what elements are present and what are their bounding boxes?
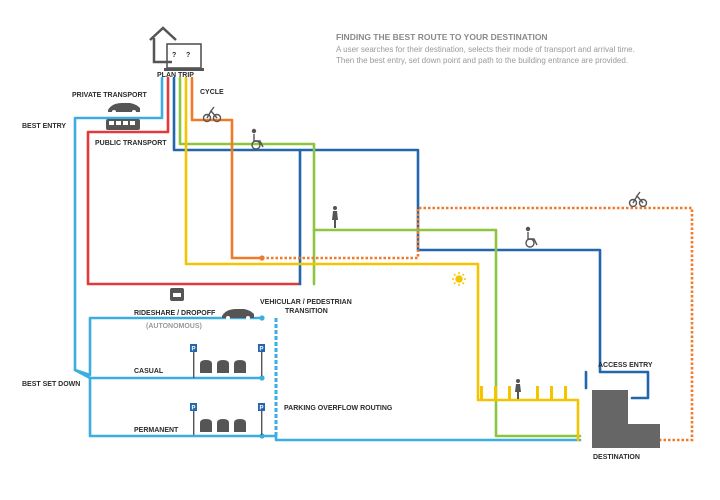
diagram-subtitle-line-2: Then the best entry, set down point and …: [336, 56, 628, 65]
casual-label: CASUAL: [134, 368, 164, 375]
building-icon: [592, 390, 660, 448]
screen-glyph-left: ?: [172, 52, 176, 59]
public-transport-label: PUBLIC TRANSPORT: [95, 140, 167, 147]
node-permanent: [259, 433, 265, 439]
parking-sign-icon: P: [258, 344, 265, 376]
route-casual: [73, 368, 264, 380]
route-permanent: [88, 376, 264, 438]
route-set-down-to-destination: [260, 434, 582, 442]
plan-trip-label: PLAN TRIP: [157, 72, 194, 79]
parking-overflow-label: PARKING OVERFLOW ROUTING: [284, 405, 393, 412]
cycle-label: CYCLE: [200, 89, 224, 96]
car-icon: [108, 103, 140, 114]
route-red: [86, 76, 302, 286]
access-entry-label: ACCESS ENTRY: [598, 362, 653, 369]
route-green-right: [312, 228, 582, 438]
svg-text:P: P: [260, 406, 264, 412]
destination-label: DESTINATION: [593, 454, 640, 461]
vehicular-transition-label-line-2: TRANSITION: [285, 308, 328, 315]
route-green: [178, 76, 316, 286]
sun-icon: [452, 272, 466, 286]
permanent-label: PERMANENT: [134, 427, 179, 434]
bus-icon: [106, 119, 140, 130]
car-icon: [200, 360, 246, 373]
route-yellow: [184, 76, 580, 442]
parking-sign-icon: P: [190, 403, 197, 435]
pedestrian-icon: [332, 206, 338, 228]
rideshare-icon: [170, 288, 184, 301]
parking-sign-icon: P: [258, 403, 265, 435]
route-cycle: [190, 76, 264, 260]
laptop-icon: ? ?: [164, 43, 204, 71]
best-entry-label: BEST ENTRY: [22, 123, 66, 130]
svg-text:P: P: [192, 406, 196, 412]
diagram-title: FINDING THE BEST ROUTE TO YOUR DESTINATI…: [336, 32, 548, 42]
screen-glyph-right: ?: [186, 52, 190, 59]
bicycle-icon: [628, 191, 648, 208]
best-set-down-label: BEST SET DOWN: [22, 381, 80, 388]
yellow-bollards: [480, 386, 567, 400]
svg-text:P: P: [192, 347, 196, 353]
house-icon: [149, 26, 177, 64]
node-casual: [259, 375, 265, 381]
autonomous-label: (AUTONOMOUS): [146, 323, 202, 330]
rideshare-label: RIDESHARE / DROPOFF: [134, 310, 216, 317]
wheelchair-icon: [525, 226, 538, 248]
node-cycle: [259, 255, 265, 261]
diagram-subtitle-line-1: A user searches for their destination, s…: [336, 45, 635, 54]
car-icon: [222, 309, 254, 320]
car-icon: [200, 419, 246, 432]
route-cycle-dotted: [262, 206, 694, 442]
wheelchair-icon: [251, 128, 264, 150]
route-public-transport-right: [298, 148, 650, 400]
route-public-transport: [172, 76, 302, 286]
bicycle-icon: [202, 106, 222, 123]
parking-sign-icon: P: [190, 344, 197, 378]
vehicular-transition-label-line-1: VEHICULAR / PEDESTRIAN: [260, 299, 352, 306]
node-rideshare: [259, 315, 265, 321]
pedestrian-icon: [515, 379, 521, 399]
svg-text:P: P: [260, 347, 264, 353]
private-transport-label: PRIVATE TRANSPORT: [72, 92, 148, 99]
